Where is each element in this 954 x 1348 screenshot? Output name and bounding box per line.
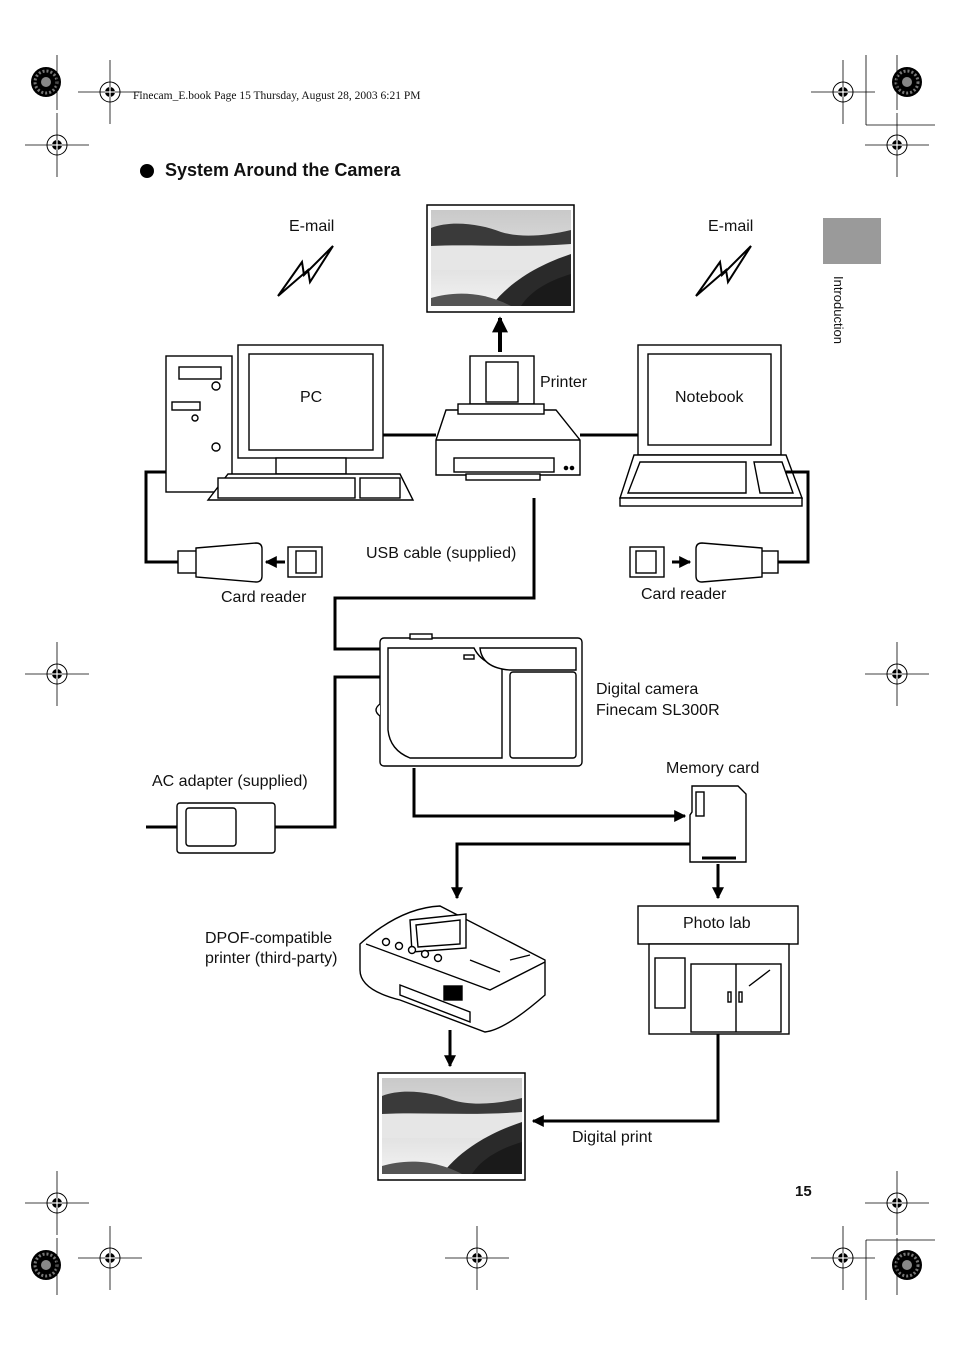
- page-number: 15: [795, 1183, 812, 1200]
- printer-illustration: [435, 355, 581, 481]
- memory-card-label: Memory card: [666, 760, 760, 777]
- emailed-photo: [426, 204, 575, 313]
- notebook-label: Notebook: [675, 389, 744, 406]
- digital-camera-illustration: [375, 633, 583, 767]
- page-header-line: Finecam_E.book Page 15 Thursday, August …: [133, 90, 421, 102]
- printer-label: Printer: [540, 374, 588, 391]
- photo-lab-illustration: [637, 905, 799, 1035]
- notebook-illustration: [619, 344, 804, 507]
- chapter-label: Introduction: [831, 276, 846, 344]
- connection-lines: [144, 433, 810, 1127]
- dpof-label-line2: printer (third-party): [205, 950, 338, 967]
- card-reader-label-left: Card reader: [221, 589, 307, 606]
- digital-print-label: Digital print: [572, 1129, 653, 1146]
- ac-adapter-illustration: [176, 802, 276, 854]
- dpof-label-line1: DPOF-compatible: [205, 930, 333, 947]
- registration-marks: [24, 55, 935, 1300]
- photo-lab-label: Photo lab: [683, 915, 751, 932]
- email-lightning-right: [695, 245, 752, 297]
- email-lightning-left: [277, 245, 334, 297]
- email-label-right: E-mail: [708, 218, 754, 235]
- email-label-left: E-mail: [289, 218, 335, 235]
- section-bullet: [140, 164, 154, 178]
- card-reader-label-right: Card reader: [641, 586, 727, 603]
- chapter-tab: [823, 218, 881, 264]
- pc-illustration: [165, 344, 415, 501]
- card-reader-left-illustration: [177, 542, 323, 583]
- section-title: System Around the Camera: [165, 160, 401, 180]
- card-reader-right-illustration: [629, 542, 779, 583]
- digital-camera-label-line2: Finecam SL300R: [596, 702, 720, 719]
- memory-card-illustration: [689, 785, 747, 863]
- digital-print-photo: [377, 1072, 526, 1181]
- ac-adapter-label: AC adapter (supplied): [152, 773, 308, 790]
- dpof-printer-illustration: [359, 905, 546, 1033]
- digital-camera-label-line1: Digital camera: [596, 681, 699, 698]
- pc-label: PC: [300, 389, 323, 406]
- usb-cable-label: USB cable (supplied): [366, 545, 517, 562]
